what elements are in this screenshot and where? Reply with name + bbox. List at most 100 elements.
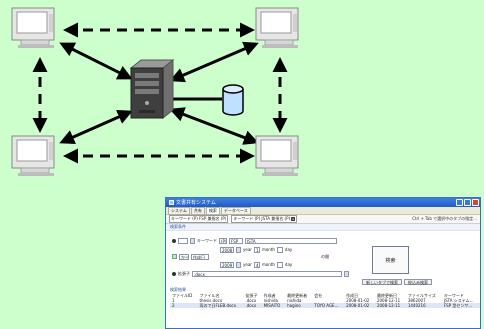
keyword-op-field[interactable]: (P) <box>219 237 227 244</box>
table-cell: 2008-01-02 <box>344 303 375 308</box>
computer-top-left <box>11 7 55 49</box>
date-option-select[interactable]: から <box>179 253 189 260</box>
table-cell: 1440216 <box>405 303 442 308</box>
keyword-value-2[interactable]: JSTA <box>245 237 337 244</box>
query-tab-1-label: キーワード (P) FSP 兼指名 (P) <box>171 216 227 221</box>
edge-server-top-right <box>169 41 259 83</box>
date-from-day[interactable] <box>276 246 283 253</box>
menu-tab-search[interactable]: 検索 <box>205 206 220 215</box>
minimize-icon[interactable] <box>456 199 463 206</box>
edge-server-bottom-right <box>169 107 259 145</box>
column-header[interactable]: ファイル名 <box>199 293 220 298</box>
table-cell: JSTA システム... <box>441 298 480 303</box>
results-header-row: ファイルID ファイル名 拡張子 作成者 最終更新者 会社 作成日 最終更新日 … <box>170 293 480 298</box>
date-from-month[interactable]: 1 <box>253 246 260 253</box>
app-icon <box>169 200 174 205</box>
column-header[interactable]: 作成日 <box>346 293 359 298</box>
column-header[interactable]: 拡張子 <box>245 293 258 298</box>
chevron-down-icon[interactable] <box>190 237 195 244</box>
date-mode-row: から 作成日 の間 <box>172 253 329 260</box>
date-from-row: 2008 year 1 month day <box>220 246 292 253</box>
table-cell: 両ので日FLEB.docx <box>197 303 244 308</box>
maximize-icon[interactable] <box>464 199 471 206</box>
database <box>222 84 244 116</box>
table-row[interactable]: 2 両ので日FLEB.docx .docx MISAITO hagino TOY… <box>170 303 480 308</box>
range-label: の間 <box>321 253 329 259</box>
date-filter-checkbox[interactable] <box>172 254 177 259</box>
column-header[interactable]: ファイルサイズ <box>407 293 436 298</box>
table-cell <box>312 298 345 303</box>
chevron-down-icon[interactable] <box>344 270 349 277</box>
year-label-2: year <box>243 262 252 267</box>
column-header[interactable]: ファイルID <box>172 293 193 298</box>
date-to-row: 2009 year 4 month day <box>220 261 292 268</box>
computer-bottom-left <box>11 135 55 177</box>
extension-label: 拡張子 <box>178 270 190 276</box>
table-cell: .docx <box>243 303 262 308</box>
day-label-2: day <box>284 262 293 267</box>
date-to-day[interactable] <box>276 261 283 268</box>
chevron-down-icon[interactable] <box>236 246 241 253</box>
column-header[interactable]: 最終更新者 <box>287 293 308 298</box>
edge-server-top-left <box>59 42 133 80</box>
table-cell: hagino <box>285 303 313 308</box>
table-row[interactable]: 1 thesis.docx .docx nishida nishida 2008… <box>170 298 480 303</box>
keyword-row: キーワード (P) FSP JSTA <box>172 237 337 244</box>
date-to-month[interactable]: 4 <box>253 261 260 268</box>
menu-tab-system[interactable]: システム <box>168 206 190 215</box>
keyword-scope-select[interactable] <box>178 237 188 244</box>
server <box>129 58 175 120</box>
keyword-label: キーワード <box>197 237 217 243</box>
column-header[interactable]: キーワード <box>443 293 464 298</box>
computer-bottom-right <box>255 135 299 177</box>
table-cell: 1 <box>170 298 198 303</box>
chevron-down-icon[interactable] <box>236 261 241 268</box>
refine-search-button[interactable]: 絞込み検索 <box>404 278 432 285</box>
table-cell: 2008-12-11 <box>374 298 406 303</box>
table-cell: 2 <box>170 303 198 308</box>
table-cell: .docx <box>243 298 262 303</box>
table-cell: 2008-12-11 <box>374 303 406 308</box>
column-header[interactable]: 作成者 <box>263 293 276 298</box>
table-cell: MISAITO <box>261 303 286 308</box>
table-cell: 2008-01-02 <box>344 298 375 303</box>
keyword-value-1[interactable]: FSP <box>229 237 243 244</box>
computer-top-right <box>255 7 299 49</box>
date-mode-select[interactable]: 作成日 <box>191 253 209 260</box>
search-button[interactable]: 検索 <box>372 246 409 274</box>
table-cell: thesis.docx <box>197 298 244 303</box>
query-tab-2-label: キーワード (P) JSTA 兼指名 (P) <box>233 216 291 221</box>
results-header: 検索結果 <box>170 287 186 292</box>
month-label-2: month <box>261 262 275 267</box>
table-cell: TOYO AGE... <box>312 303 345 308</box>
column-header[interactable]: 会社 <box>314 293 323 298</box>
date-to-year[interactable]: 2009 <box>220 261 234 268</box>
extension-field[interactable]: .docx <box>192 270 342 277</box>
extension-radio-icon[interactable] <box>172 271 176 276</box>
extension-row: 拡張子 .docx <box>172 270 349 277</box>
query-tabs: キーワード (P) FSP 兼指名 (P) キーワード (P) JSTA 兼指名… <box>166 215 480 224</box>
table-cell: 3862007 <box>405 298 442 303</box>
app-title: 文書共有システム <box>176 200 216 206</box>
year-label: year <box>243 247 252 252</box>
table-cell: nishida <box>261 298 286 303</box>
menu-tab-database[interactable]: データベース <box>220 206 251 215</box>
query-tab-2[interactable]: キーワード (P) JSTA 兼指名 (P) × <box>231 215 298 223</box>
close-icon[interactable] <box>472 199 479 206</box>
month-label: month <box>261 247 275 252</box>
menu-bar: システム 共有 検索 データベース <box>166 206 480 215</box>
table-cell: FSP 型センサ... <box>441 303 480 308</box>
menu-tab-share[interactable]: 共有 <box>190 206 205 215</box>
table-cell: nishida <box>285 298 313 303</box>
query-tab-1[interactable]: キーワード (P) FSP 兼指名 (P) <box>169 215 229 223</box>
keyword-radio-icon[interactable] <box>172 238 176 243</box>
app-titlebar: 文書共有システム <box>166 198 480 207</box>
column-header[interactable]: 最終更新日 <box>376 293 397 298</box>
date-from-year[interactable]: 2008 <box>220 246 234 253</box>
results-table: ファイルID ファイル名 拡張子 作成者 最終更新者 会社 作成日 最終更新日 … <box>170 293 480 308</box>
new-tab-search-button[interactable]: 新しいタブで検索 <box>362 278 402 285</box>
close-tab-icon[interactable]: × <box>291 217 296 221</box>
toolbar-note: Ctrl + Tab で選択中のタブの指定... <box>412 216 477 221</box>
search-conditions-header: 検索条件 <box>166 224 480 231</box>
